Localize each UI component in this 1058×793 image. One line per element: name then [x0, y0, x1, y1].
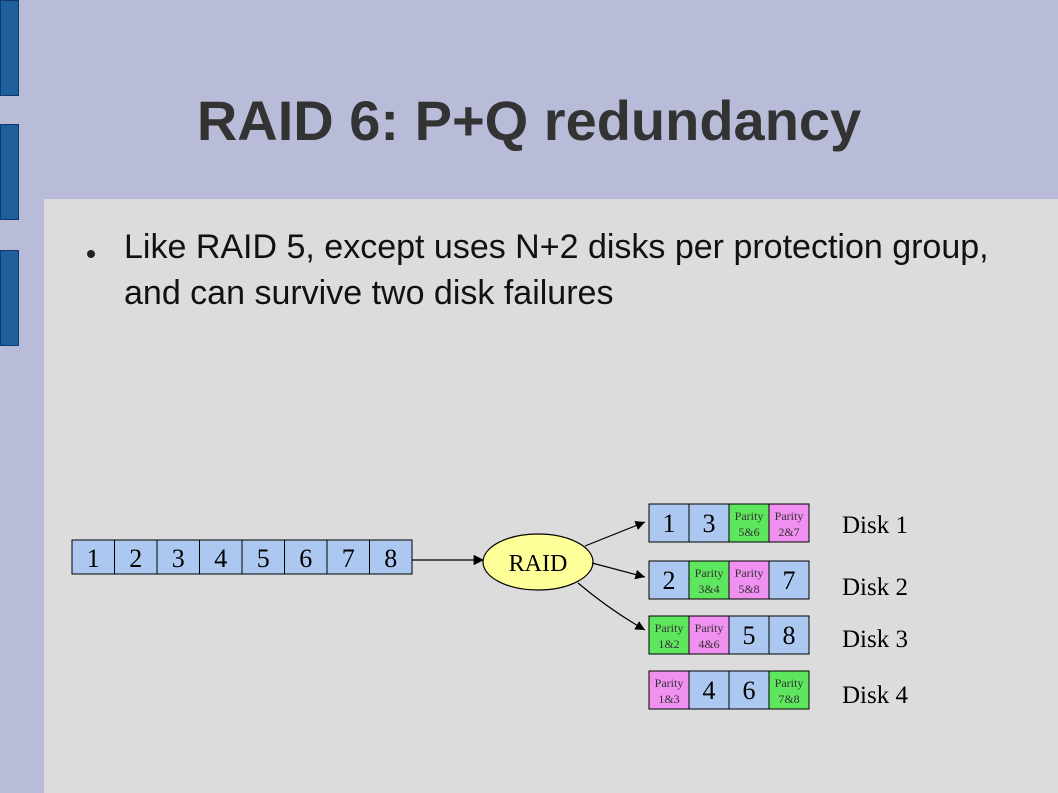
parity-block: Parity 1&3 — [648, 670, 690, 710]
arrow-to-disk-1 — [584, 521, 646, 547]
data-block: 5 — [728, 615, 770, 655]
data-block-label: 3 — [703, 509, 716, 538]
parity-label: Parity — [695, 621, 724, 635]
parity-block: Parity 3&4 — [688, 560, 730, 600]
parity-pair: 2&7 — [778, 525, 799, 539]
disk-label: Disk 2 — [842, 574, 908, 601]
content-panel — [44, 199, 1058, 793]
sidebar-segment — [0, 124, 19, 220]
bullet-icon — [87, 250, 95, 258]
input-block-label: 8 — [384, 544, 397, 573]
input-block-label: 7 — [342, 544, 355, 573]
input-block-label: 1 — [87, 544, 100, 573]
bullet-text: Like RAID 5, except uses N+2 disks per p… — [124, 228, 989, 312]
input-block: 3 — [156, 539, 200, 575]
parity-pair: 5&8 — [738, 582, 759, 596]
parity-block: Parity 1&2 — [648, 615, 690, 655]
input-block: 1 — [71, 539, 115, 575]
arrow-to-disk-3 — [577, 582, 646, 631]
input-block: 2 — [114, 539, 158, 575]
data-block-label: 2 — [663, 566, 676, 595]
parity-pair: 5&6 — [738, 525, 759, 539]
parity-label: Parity — [775, 676, 804, 690]
data-block-label: 8 — [783, 621, 796, 650]
parity-block: Parity 5&6 — [728, 503, 770, 543]
input-block: 5 — [241, 539, 285, 575]
parity-block: Parity 2&7 — [768, 503, 810, 543]
sidebar-segment — [0, 250, 19, 346]
parity-label: Parity — [695, 566, 724, 580]
data-block-label: 6 — [743, 676, 756, 705]
data-block: 8 — [768, 615, 810, 655]
arrow-to-disk-2 — [591, 562, 646, 580]
input-block: 4 — [199, 539, 243, 575]
data-block-label: 7 — [783, 566, 796, 595]
parity-block: Parity 7&8 — [768, 670, 810, 710]
input-block: 8 — [369, 539, 413, 575]
sidebar-segment — [0, 0, 19, 96]
data-block: 6 — [728, 670, 770, 710]
input-block-label: 6 — [299, 544, 312, 573]
input-block: 7 — [326, 539, 370, 575]
parity-pair: 3&4 — [698, 582, 719, 596]
parity-label: Parity — [655, 621, 684, 635]
input-block-label: 5 — [257, 544, 270, 573]
sidebar-decoration — [0, 0, 44, 793]
raid-label: RAID — [509, 551, 568, 577]
parity-pair: 1&2 — [658, 637, 679, 651]
disk-2: 2 Parity 3&4 Parity 5&8 7 Disk 2 — [648, 560, 908, 601]
parity-label: Parity — [735, 566, 764, 580]
data-block: 3 — [688, 503, 730, 543]
data-block: 2 — [648, 560, 690, 600]
input-block-label: 4 — [214, 544, 227, 573]
data-block: 1 — [648, 503, 690, 543]
parity-label: Parity — [655, 676, 684, 690]
parity-pair: 4&6 — [698, 637, 719, 651]
input-block-label: 2 — [129, 544, 142, 573]
disk-label: Disk 3 — [842, 626, 908, 653]
input-block: 6 — [284, 539, 328, 575]
parity-label: Parity — [775, 509, 804, 523]
data-block-label: 5 — [743, 621, 756, 650]
disk-label: Disk 1 — [842, 512, 908, 539]
data-block: 7 — [768, 560, 810, 600]
data-block: 4 — [688, 670, 730, 710]
parity-label: Parity — [735, 509, 764, 523]
parity-block: Parity 4&6 — [688, 615, 730, 655]
disk-label: Disk 4 — [842, 682, 908, 709]
data-block-label: 1 — [663, 509, 676, 538]
parity-pair: 7&8 — [778, 692, 799, 706]
input-block-label: 3 — [172, 544, 185, 573]
parity-block: Parity 5&8 — [728, 560, 770, 600]
parity-pair: 1&3 — [658, 692, 679, 706]
raid-node: RAID — [482, 533, 594, 591]
slide-title: RAID 6: P+Q redundancy — [196, 89, 862, 152]
data-block-label: 4 — [703, 676, 716, 705]
